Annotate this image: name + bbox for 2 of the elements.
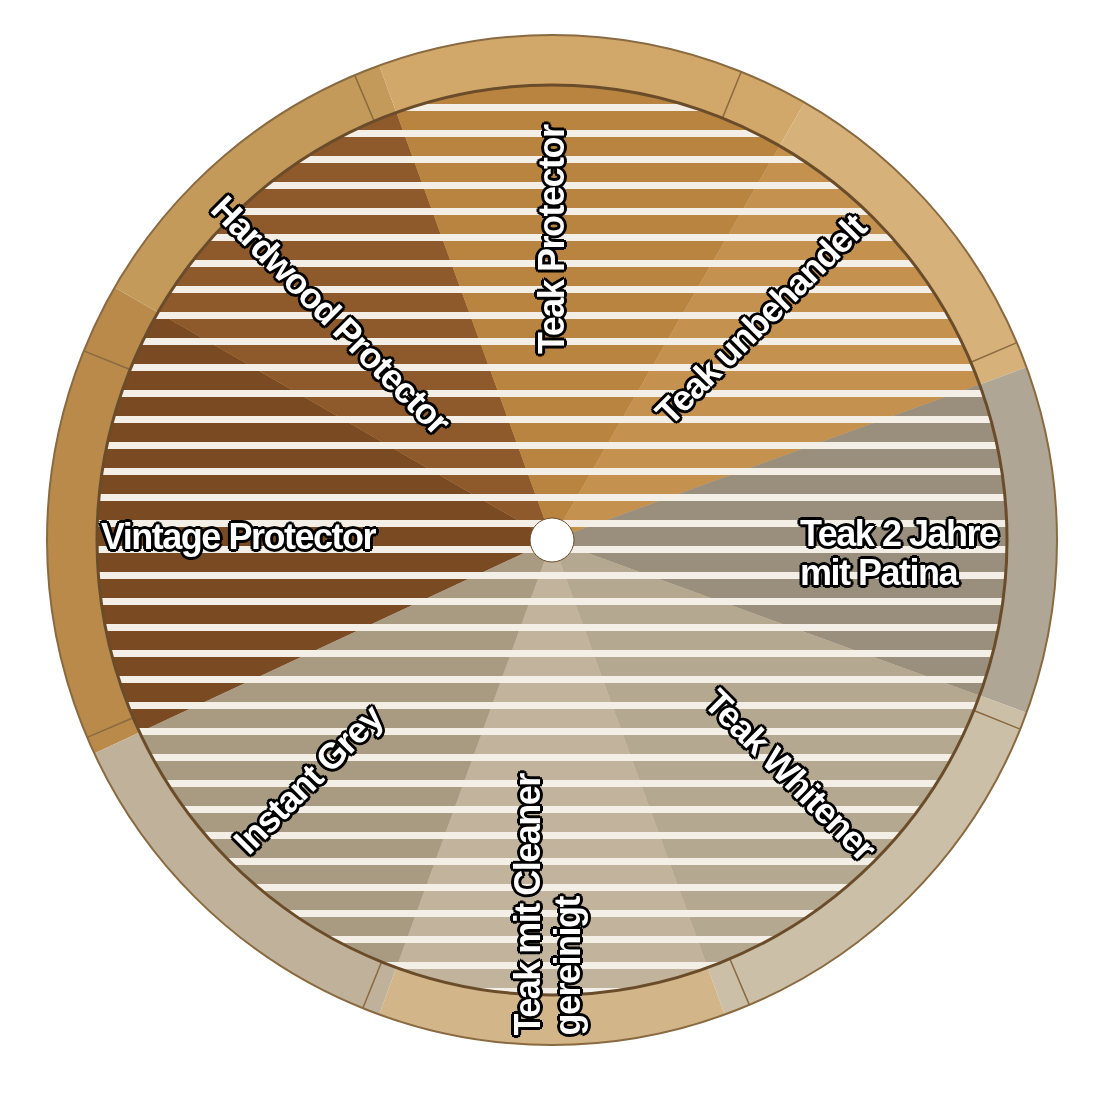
treatment-label: Teak Protector [532, 125, 572, 354]
treatment-label: Teak mit Cleaner gereinigt [508, 772, 588, 1036]
